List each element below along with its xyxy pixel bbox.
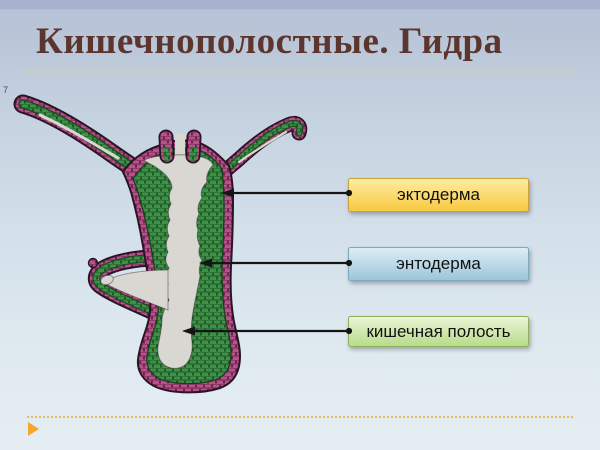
footer-divider <box>27 416 573 418</box>
hydra-diagram <box>13 94 308 394</box>
top-band <box>0 0 600 9</box>
page-title: Кишечнополостные. Гидра <box>36 21 503 62</box>
bud <box>87 249 165 322</box>
callout-endoderm-label: энтодерма <box>396 254 481 273</box>
mouth-lips <box>158 129 202 164</box>
gastral-cavity <box>100 134 214 369</box>
callout-endoderm: энтодерма <box>348 247 529 281</box>
callout-cavity: кишечная полость <box>348 316 529 347</box>
callout-ectoderm-label: эктодерма <box>397 185 480 204</box>
footer-play-icon[interactable] <box>28 422 39 436</box>
page-number: 7 <box>3 85 9 95</box>
title-divider <box>22 71 574 73</box>
tentacle-right <box>215 115 308 181</box>
tentacle-left <box>13 94 150 182</box>
callout-cavity-label: кишечная полость <box>366 321 511 341</box>
callout-ectoderm: эктодерма <box>348 178 529 212</box>
